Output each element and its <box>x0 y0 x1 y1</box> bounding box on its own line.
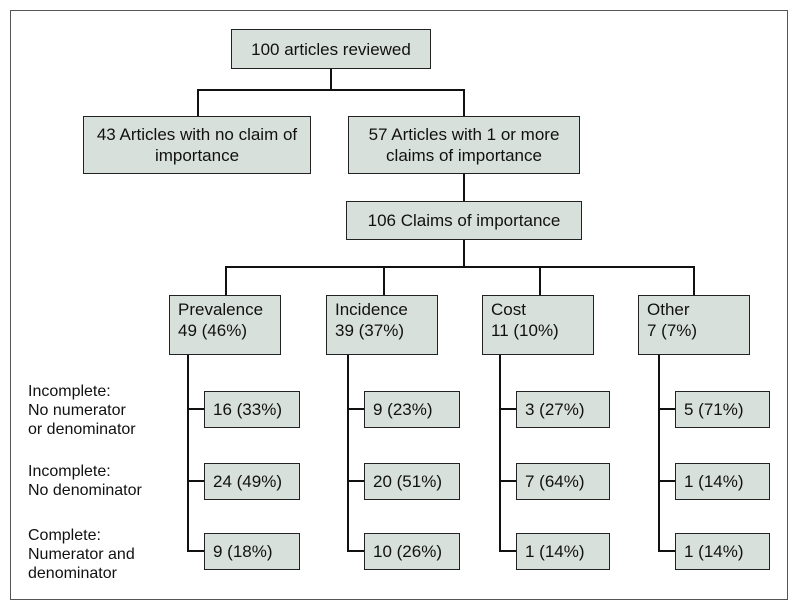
connector <box>187 354 189 551</box>
connector <box>658 550 676 552</box>
connector <box>658 408 676 410</box>
connector <box>187 408 205 410</box>
category-count: 7 (7%) <box>647 321 698 340</box>
with-claim-box: 57 Articles with 1 or more claims of imp… <box>348 116 580 174</box>
category-name: Prevalence <box>178 300 264 319</box>
category-name: Incidence <box>335 300 408 319</box>
row-label-line: or denominator <box>28 421 136 438</box>
value-box: 10 (26%) <box>364 533 460 570</box>
row-label-complete: Complete: Numerator and denominator <box>28 526 135 583</box>
row-label-incomplete-denominator: Incomplete: No denominator <box>28 462 142 500</box>
value-box: 9 (23%) <box>364 391 460 428</box>
connector <box>499 550 517 552</box>
value-box: 1 (14%) <box>675 463 770 500</box>
connector <box>463 174 465 202</box>
category-name: Other <box>647 300 690 319</box>
connector <box>197 89 199 117</box>
category-count: 11 (10%) <box>491 321 559 340</box>
row-label-line: Incomplete: <box>28 383 111 400</box>
connector <box>463 239 465 267</box>
row-label-line: Incomplete: <box>28 463 111 480</box>
value-box: 7 (64%) <box>516 463 610 500</box>
top-box: 100 articles reviewed <box>231 29 431 69</box>
row-label-incomplete-both: Incomplete: No numerator or denominator <box>28 382 136 439</box>
value-box: 16 (33%) <box>204 391 300 428</box>
connector <box>658 354 660 551</box>
value-box: 1 (14%) <box>516 533 610 570</box>
value-box: 5 (71%) <box>675 391 770 428</box>
category-box-cost: Cost 11 (10%) <box>482 295 594 355</box>
connector <box>187 550 205 552</box>
connector <box>539 266 541 296</box>
value-box: 24 (49%) <box>204 463 300 500</box>
connector <box>330 68 332 90</box>
category-box-incidence: Incidence 39 (37%) <box>326 295 438 355</box>
connector <box>693 266 695 296</box>
category-count: 39 (37%) <box>335 321 404 340</box>
connector <box>463 89 465 117</box>
connector <box>347 354 349 551</box>
connector <box>347 480 365 482</box>
connector <box>499 408 517 410</box>
connector <box>499 354 501 551</box>
value-box: 20 (51%) <box>364 463 460 500</box>
connector <box>187 480 205 482</box>
category-name: Cost <box>491 300 526 319</box>
row-label-line: Complete: <box>28 527 101 544</box>
row-label-line: denominator <box>28 565 117 582</box>
row-label-line: No denominator <box>28 482 142 499</box>
connector <box>225 266 695 268</box>
value-box: 1 (14%) <box>675 533 770 570</box>
no-claim-box: 43 Articles with no claim of importance <box>83 116 311 174</box>
connector <box>347 550 365 552</box>
connector <box>499 480 517 482</box>
category-box-prevalence: Prevalence 49 (46%) <box>169 295 281 355</box>
value-box: 3 (27%) <box>516 391 610 428</box>
connector <box>347 408 365 410</box>
claims-box: 106 Claims of importance <box>346 201 582 240</box>
connector <box>658 480 676 482</box>
row-label-line: Numerator and <box>28 546 135 563</box>
row-label-line: No numerator <box>28 402 126 419</box>
connector <box>225 266 227 296</box>
value-box: 9 (18%) <box>204 533 300 570</box>
connector <box>383 266 385 296</box>
diagram-frame <box>10 10 788 600</box>
category-count: 49 (46%) <box>178 321 247 340</box>
connector <box>197 89 465 91</box>
category-box-other: Other 7 (7%) <box>638 295 750 355</box>
